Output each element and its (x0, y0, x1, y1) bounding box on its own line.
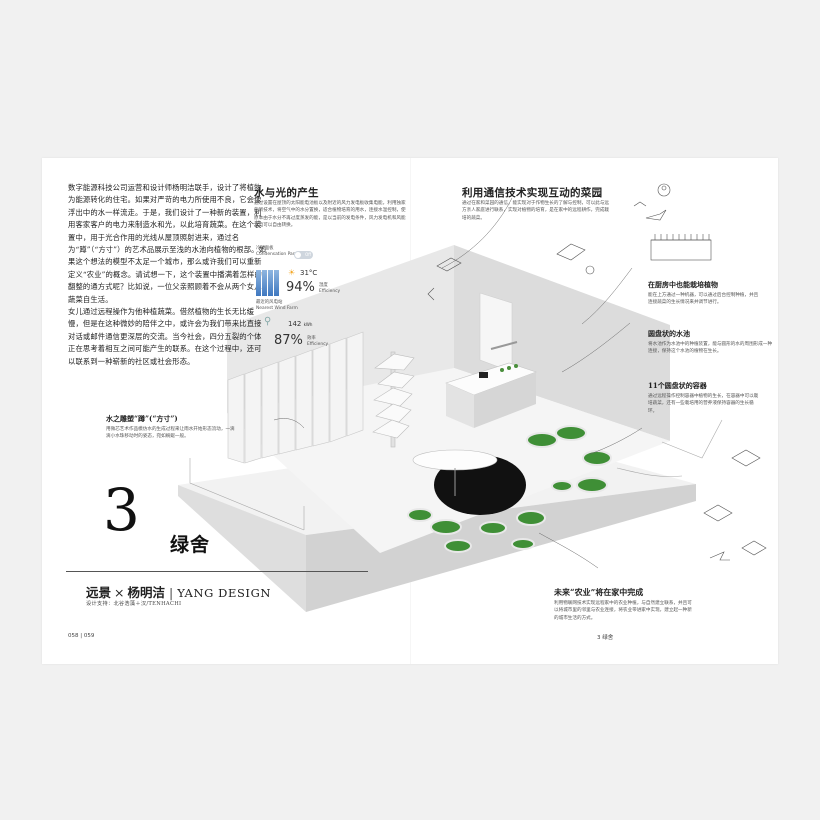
future-title: 未来“农业”将在家中完成 (554, 587, 644, 597)
wind-label-en: Nearest Wind Farm (256, 305, 298, 311)
pots-text: 通过远程操作控制容器中植物的生长，在容器中可以栽培蔬菜，还有一些栽培用的营养液保… (648, 394, 759, 414)
kitchen-island (445, 362, 537, 428)
railings (189, 419, 723, 531)
body-paragraph: 数字能源科技公司运营和设计师杨明洁联手，设计了将植物为能源转化的住宅。如果对严苛… (68, 183, 267, 304)
magazine-spread: 数字能源科技公司运营和设计师杨明洁联手，设计了将植物为能源转化的住宅。如果对严苛… (42, 158, 778, 664)
condensation-label-en: Condensation Panels (256, 251, 302, 257)
page-number-chapter: 3 (597, 635, 601, 641)
efficiency-label-cn: 效率 (307, 336, 316, 341)
humidity-label-cn: 湿度 (319, 283, 328, 288)
condensation-label-cn: 冷凝面板 (256, 246, 274, 251)
vertical-slats (227, 331, 364, 464)
future-text: 利用物联网技术实现远程家中的农业种植，与自然建立联系，并且可以将城市里的邻里与农… (554, 601, 692, 621)
telecom-text: 通过在家和菜园的通信，能实现对于作物生长的了解与控制，可以此与远方亲人家庭进行联… (462, 201, 610, 221)
credit-cross: × (114, 585, 125, 600)
body-text: 数字能源科技公司运营和设计师杨明洁联手，设计了将植物为能源转化的住宅。如果对严苛… (68, 182, 268, 368)
water-sculpture-text: 用微芯艺术作品模仿水的生成过程来让雨水开始形态流动，一滴滴小水珠移动时的姿态，宛… (106, 427, 235, 440)
power-toggle[interactable]: Off (294, 251, 313, 259)
plants-title: 在厨房中也能栽培植物 (648, 280, 718, 289)
plants-text: 能在上方通过一种机器，可以通过后台控制种植，并且连接蔬菜的生长情况来并调节进行。 (648, 293, 759, 306)
page-number-left: 058 | 059 (68, 633, 95, 639)
door-opening (479, 292, 513, 373)
wind-label-cn: 最近的风电站 (256, 300, 283, 305)
humidity-label-en: Efficiency (319, 288, 341, 294)
light-strip (490, 341, 518, 350)
water-light-text: 通过设置在屋顶的太阳能电池板以及附近的风力发电板收集电能，利用独家的新技术，将空… (254, 201, 406, 229)
efficiency-value: 87% (274, 333, 303, 348)
telecom-title: 利用通信技术实现互动的菜园 (462, 187, 603, 199)
pool-title: 圆盘状的水池 (648, 329, 690, 338)
sun-icon: ☀ (288, 268, 296, 277)
chapter-number: 3 (103, 476, 140, 544)
base-slab-left (178, 485, 306, 612)
house-illustration (178, 183, 767, 612)
efficiency-label: 效率 Efficiency (307, 336, 328, 347)
spiral-staircase (372, 351, 415, 448)
credit-designer: 杨明洁 (127, 585, 166, 600)
water-light-title: 水与光的产生 (254, 187, 319, 199)
pots-title: 11个圆盘状的容器 (648, 381, 707, 390)
leader-lines (273, 197, 643, 569)
base-slab-right (306, 484, 696, 612)
page-label: 绿舍 (602, 635, 614, 641)
temperature-value: 31°C (300, 269, 318, 277)
plant-dishes (407, 425, 612, 553)
design-support: 设计支持：北谷浩藻＋汉/TENHACHI (86, 601, 182, 607)
pool-text: 将水池作为水池中的种植装置，能与圆形的水的周围形成一种连接，保持这个水池的植物在… (648, 342, 773, 355)
power-unit: kWh (303, 322, 313, 327)
page-number-right: 3 绿舍 (597, 633, 613, 641)
credit-divider (66, 571, 368, 572)
round-table (412, 449, 498, 496)
body-paragraph: 女儿通过远程操作为他种植蔬菜。借然植物的生长无比缓慢，但是在这种微妙的陪伴之中，… (68, 307, 262, 366)
wind-turbine-icon: ⚲ (264, 316, 272, 327)
credit-studio: YANG DESIGN (177, 586, 272, 600)
condensation-label: 冷凝面板 Condensation Panels (256, 246, 302, 257)
humidity-value: 94% (286, 280, 315, 295)
efficiency-label-en: Efficiency (307, 341, 329, 347)
credit-client: 远景 (86, 585, 112, 600)
credit-line: 远景×杨明洁|YANG DESIGN (86, 582, 271, 601)
project-name: 绿舍 (170, 534, 211, 556)
back-wall (454, 245, 670, 441)
wind-label: 最近的风电站 Nearest Wind Farm (256, 300, 298, 311)
humidity-label: 湿度 Efficiency (319, 283, 340, 294)
power-number: 142 (288, 320, 302, 328)
power-value: 142 kWh (288, 320, 312, 328)
sketch-icons (427, 183, 767, 561)
solar-panel-icon (256, 270, 281, 296)
credit-pipe: | (169, 585, 174, 600)
water-sculpture-title: 水之雕塑“蹲”(“方寸”) (106, 414, 178, 423)
